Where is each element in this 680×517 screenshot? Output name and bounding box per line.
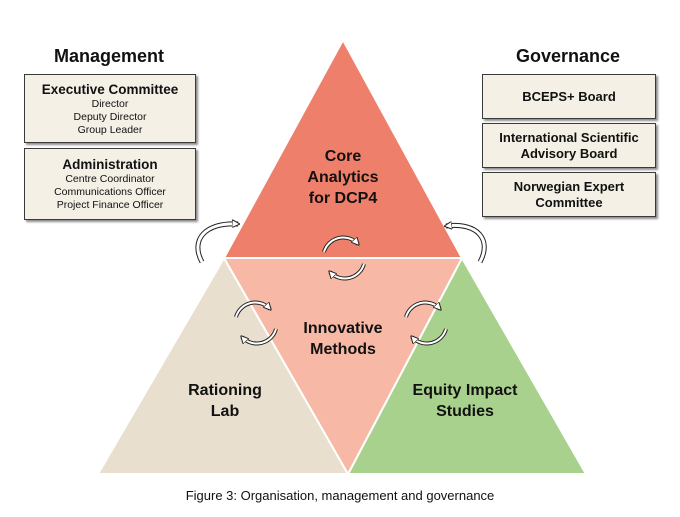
curved-arrow-icon <box>195 224 238 264</box>
label-innovative-methods: Innovative Methods <box>303 320 383 358</box>
circular-arrows-icon <box>404 300 448 346</box>
executive-committee-heading: Executive Committee <box>41 82 179 97</box>
governance-title: Governance <box>515 46 621 66</box>
scientific-advisory-board-label: Advisory Board <box>520 145 618 161</box>
curved-arrow-icon <box>446 225 487 264</box>
label-core-analytics: Core Analytics for DCP4 <box>307 148 379 207</box>
circular-arrows-icon <box>322 235 366 281</box>
label-rationing-lab: Rationing Lab <box>188 382 262 420</box>
administration-heading: Administration <box>62 157 158 172</box>
executive-committee-box: Executive Committee Director Deputy Dire… <box>24 74 196 143</box>
role-item: Communications Officer <box>54 186 166 198</box>
circular-arrows-icon <box>234 300 278 346</box>
role-item: Deputy Director <box>73 111 147 123</box>
norwegian-expert-committee-box: Norwegian Expert Committee <box>482 172 656 217</box>
role-item: Centre Coordinator <box>65 173 155 185</box>
role-item: Group Leader <box>77 124 143 136</box>
role-item: Director <box>91 98 129 110</box>
administration-box: Administration Centre Coordinator Commun… <box>24 148 196 220</box>
management-title: Management <box>53 46 165 66</box>
norwegian-expert-committee-label: Norwegian Expert <box>513 178 625 194</box>
bceps-board-box: BCEPS+ Board <box>482 74 656 119</box>
bceps-board-label: BCEPS+ Board <box>522 88 616 104</box>
triangle-core-analytics <box>222 37 464 259</box>
scientific-advisory-board-label: International Scientific <box>499 129 639 145</box>
figure-caption: Figure 3: Organisation, management and g… <box>185 488 495 503</box>
scientific-advisory-board-box: International Scientific Advisory Board <box>482 123 656 168</box>
role-item: Project Finance Officer <box>56 199 164 211</box>
norwegian-expert-committee-label: Committee <box>535 194 603 210</box>
label-equity-impact-studies: Equity Impact Studies <box>412 382 518 420</box>
